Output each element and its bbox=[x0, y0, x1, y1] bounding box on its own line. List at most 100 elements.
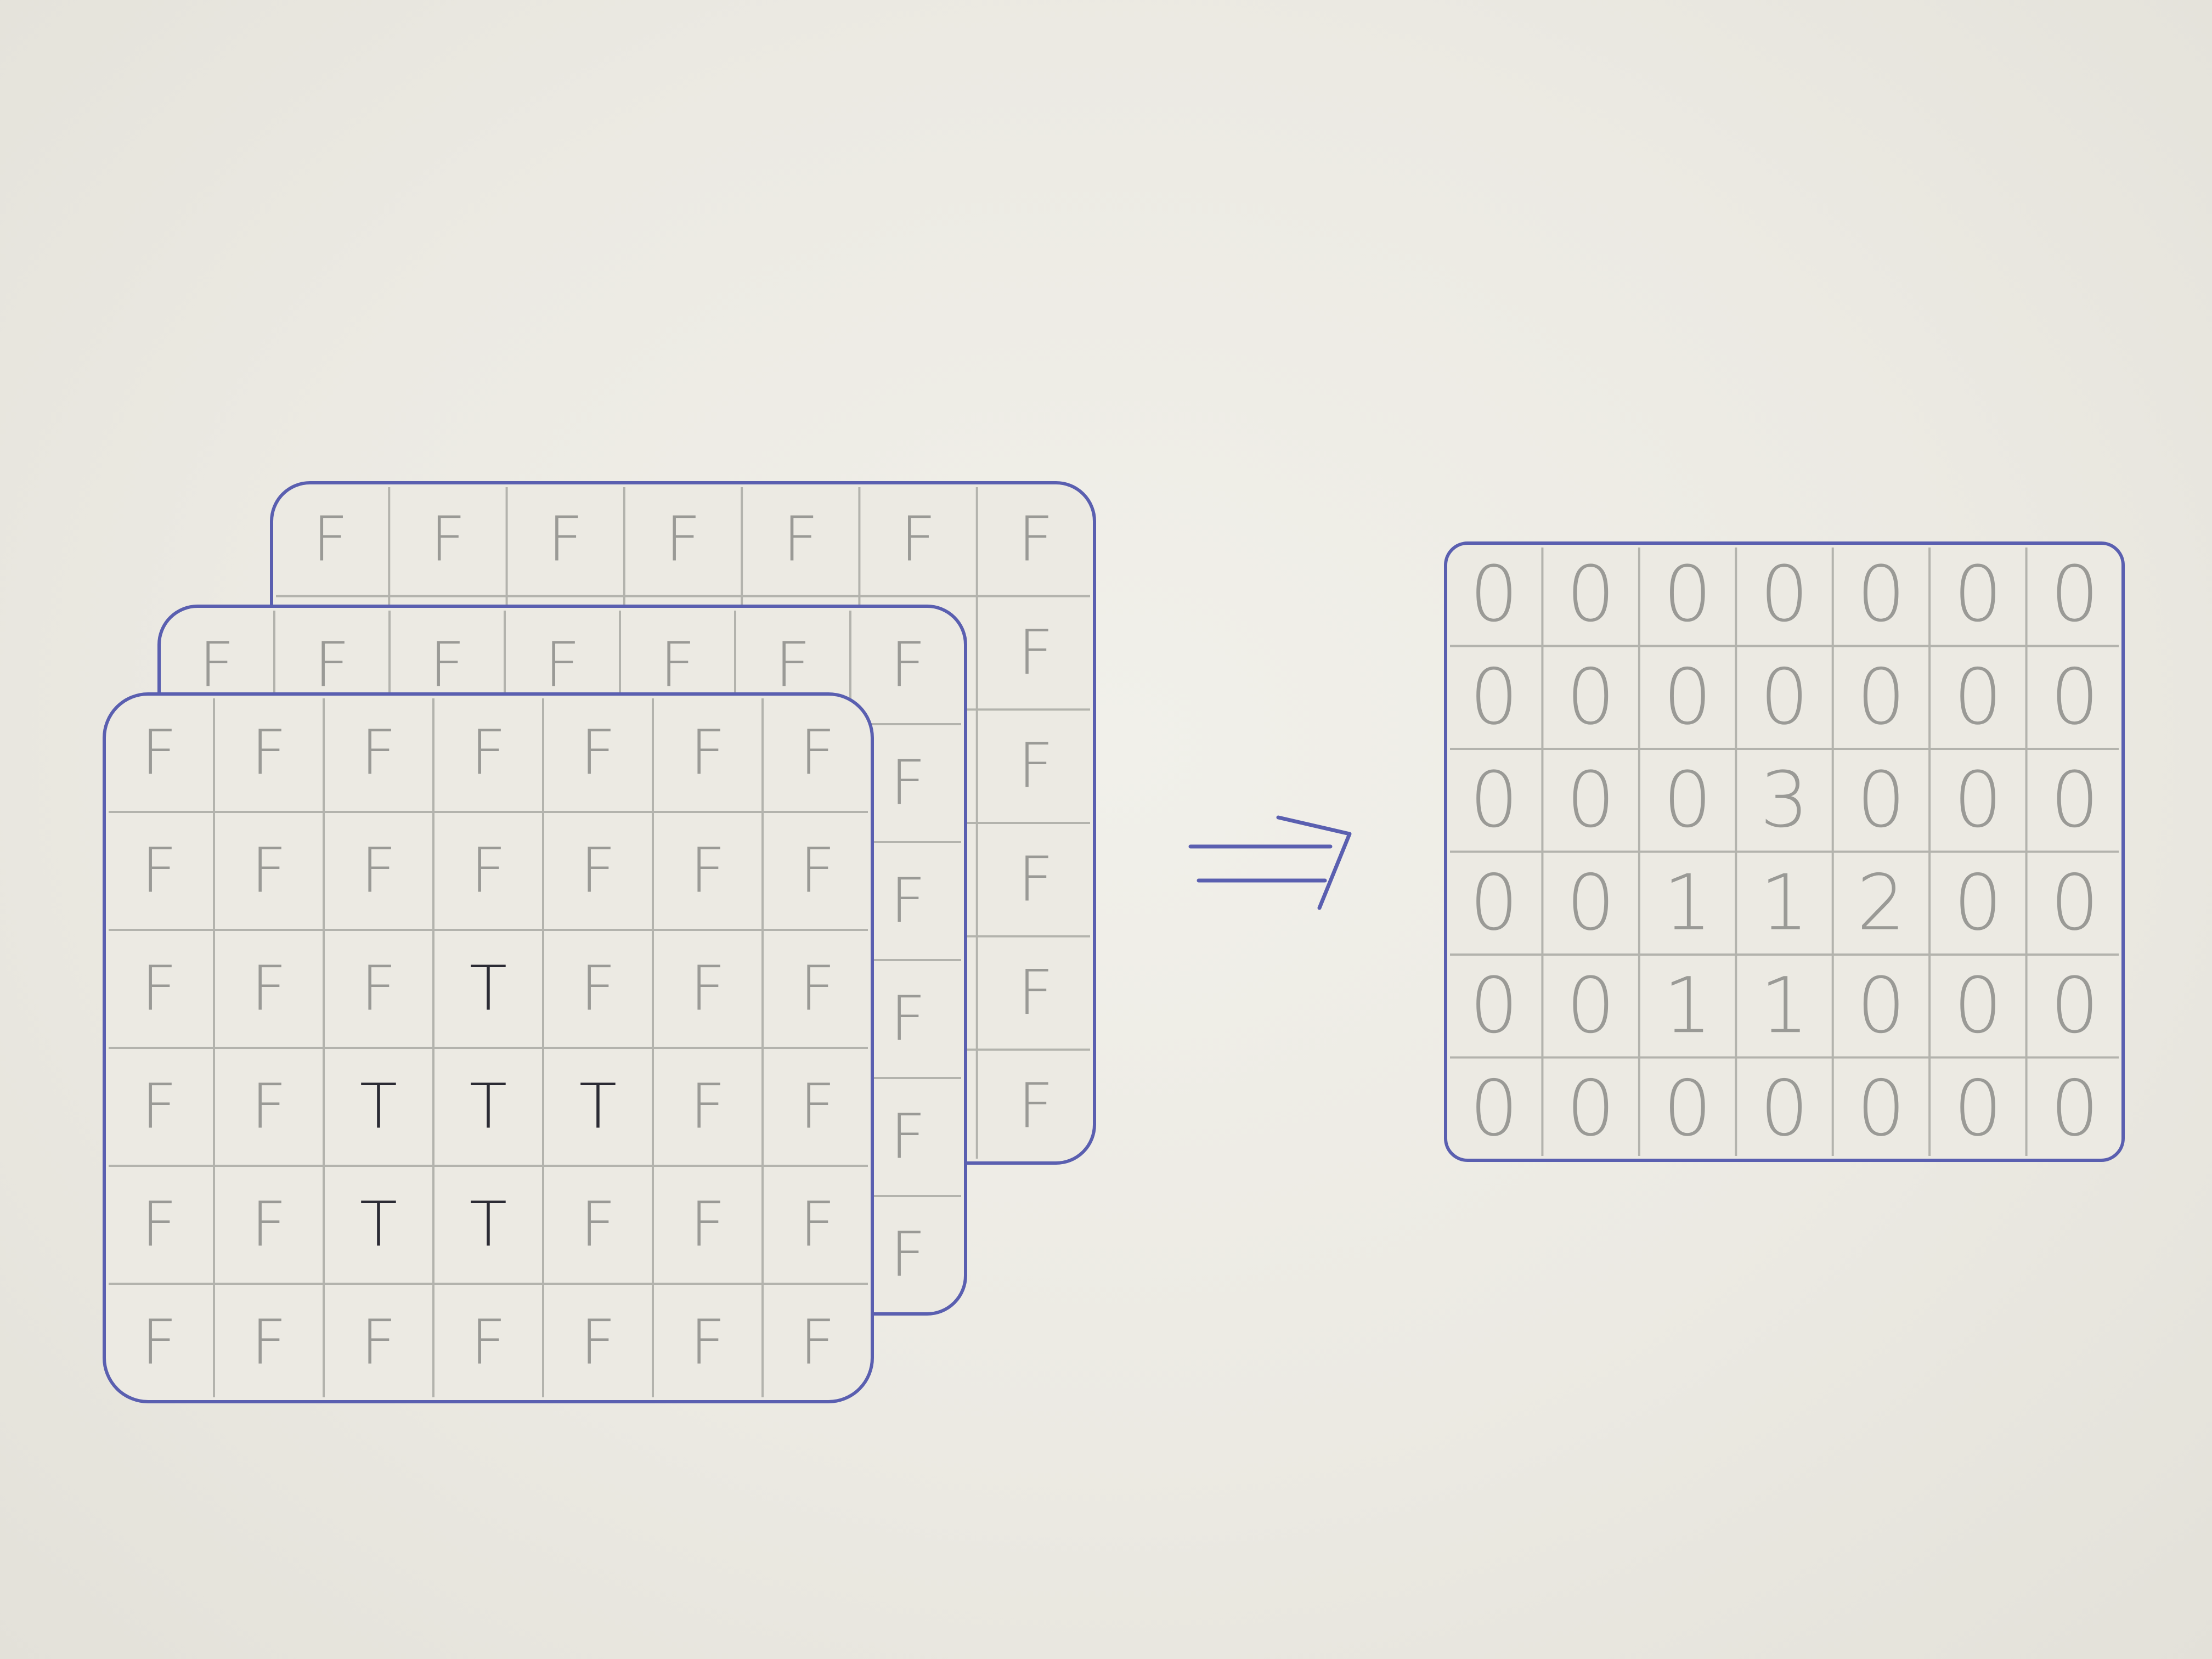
output-cell: 0 bbox=[1857, 653, 1905, 742]
input-cell: F bbox=[890, 866, 926, 937]
input-cell: F bbox=[1018, 731, 1053, 802]
output-cell: 2 bbox=[1857, 859, 1905, 948]
input-cell: F bbox=[361, 953, 396, 1025]
input-cell: F bbox=[690, 836, 725, 907]
output-cell: 0 bbox=[1470, 859, 1519, 948]
input-cell: F bbox=[890, 748, 926, 819]
output-cell: 0 bbox=[1566, 550, 1615, 639]
input-cell: F bbox=[251, 953, 286, 1025]
output-cell: 0 bbox=[2050, 653, 2099, 742]
input-cell: F bbox=[800, 1189, 835, 1261]
input-cell: F bbox=[890, 984, 926, 1055]
output-cell: 0 bbox=[1566, 653, 1615, 742]
input-cell: F bbox=[580, 1307, 616, 1379]
output-cell: 0 bbox=[1760, 653, 1809, 742]
input-cell: F bbox=[580, 718, 616, 789]
input-cell: F bbox=[142, 1071, 177, 1143]
input-cell: F bbox=[690, 1307, 725, 1379]
output-cell: 0 bbox=[1857, 550, 1905, 639]
output-cell: 0 bbox=[1954, 755, 2002, 845]
input-cell: F bbox=[142, 836, 177, 907]
input-cell: F bbox=[890, 1102, 926, 1173]
output-cell: 0 bbox=[1954, 1064, 2002, 1154]
input-cell: T bbox=[470, 1189, 507, 1261]
input-cell: F bbox=[251, 718, 286, 789]
input-cell: F bbox=[775, 630, 810, 701]
output-cell: 0 bbox=[1857, 755, 1905, 845]
output-cell: 0 bbox=[2050, 1064, 2099, 1154]
output-cell: 0 bbox=[1663, 550, 1712, 639]
input-cell: F bbox=[665, 504, 701, 575]
input-cell: F bbox=[313, 504, 348, 575]
input-cell: F bbox=[314, 630, 349, 701]
input-cell: F bbox=[142, 1307, 177, 1379]
input-cell: F bbox=[783, 504, 818, 575]
input-cell: T bbox=[360, 1071, 397, 1143]
output-cell: 0 bbox=[1470, 550, 1519, 639]
input-cell: F bbox=[142, 953, 177, 1025]
input-cell: F bbox=[142, 718, 177, 789]
input-cell: F bbox=[690, 718, 725, 789]
input-cell: F bbox=[800, 1307, 835, 1379]
input-cell: F bbox=[1018, 957, 1053, 1029]
double-arrow-right-icon bbox=[1188, 815, 1352, 910]
input-cell: F bbox=[690, 1189, 725, 1261]
input-cell: T bbox=[470, 953, 507, 1025]
output-cell: 0 bbox=[1663, 755, 1712, 845]
input-cell: F bbox=[471, 718, 506, 789]
output-cell: 0 bbox=[1470, 1064, 1519, 1154]
input-cell: F bbox=[430, 504, 465, 575]
output-cell: 0 bbox=[2050, 859, 2099, 948]
input-cell: F bbox=[800, 718, 835, 789]
output-cell: 0 bbox=[1663, 653, 1712, 742]
output-cell: 0 bbox=[1760, 550, 1809, 639]
output-cell: 1 bbox=[1760, 961, 1809, 1051]
output-cell: 0 bbox=[1566, 755, 1615, 845]
input-cell: F bbox=[690, 953, 725, 1025]
output-cell: 0 bbox=[1566, 859, 1615, 948]
input-cell: F bbox=[361, 836, 396, 907]
output-cell: 0 bbox=[1954, 961, 2002, 1051]
output-cell: 0 bbox=[1470, 755, 1519, 845]
input-cell: F bbox=[471, 1307, 506, 1379]
output-cell: 0 bbox=[1470, 653, 1519, 742]
input-cell: F bbox=[1018, 504, 1053, 575]
input-cell: T bbox=[360, 1189, 397, 1261]
output-cell: 0 bbox=[2050, 550, 2099, 639]
output-cell: 0 bbox=[1954, 550, 2002, 639]
output-cell: 0 bbox=[1663, 1064, 1712, 1154]
input-cell: F bbox=[900, 504, 935, 575]
input-cell: F bbox=[1018, 1071, 1053, 1142]
input-cell: F bbox=[142, 1189, 177, 1261]
input-cell: F bbox=[251, 836, 286, 907]
input-cell: T bbox=[579, 1071, 617, 1143]
output-cell: 0 bbox=[1470, 961, 1519, 1051]
output-cell: 0 bbox=[1566, 961, 1615, 1051]
output-cell: 1 bbox=[1663, 859, 1712, 948]
output-cell: 0 bbox=[2050, 961, 2099, 1051]
output-cell: 0 bbox=[1566, 1064, 1615, 1154]
input-cell: F bbox=[890, 1220, 926, 1291]
input-cell: F bbox=[1018, 844, 1053, 915]
input-cell: F bbox=[890, 630, 926, 701]
arrow-head bbox=[1276, 815, 1352, 910]
input-cell: F bbox=[690, 1071, 725, 1143]
input-cell: F bbox=[1018, 617, 1053, 689]
output-cell: 0 bbox=[1954, 653, 2002, 742]
input-cell: F bbox=[251, 1071, 286, 1143]
output-cell: 3 bbox=[1760, 755, 1809, 845]
output-cell: 0 bbox=[1857, 1064, 1905, 1154]
output-cell: 0 bbox=[1954, 859, 2002, 948]
output-cell: 0 bbox=[2050, 755, 2099, 845]
input-cell: F bbox=[361, 718, 396, 789]
input-cell: F bbox=[471, 836, 506, 907]
input-cell: F bbox=[800, 836, 835, 907]
input-cell: F bbox=[800, 953, 835, 1025]
input-cell: F bbox=[548, 504, 583, 575]
input-cell: F bbox=[580, 836, 616, 907]
